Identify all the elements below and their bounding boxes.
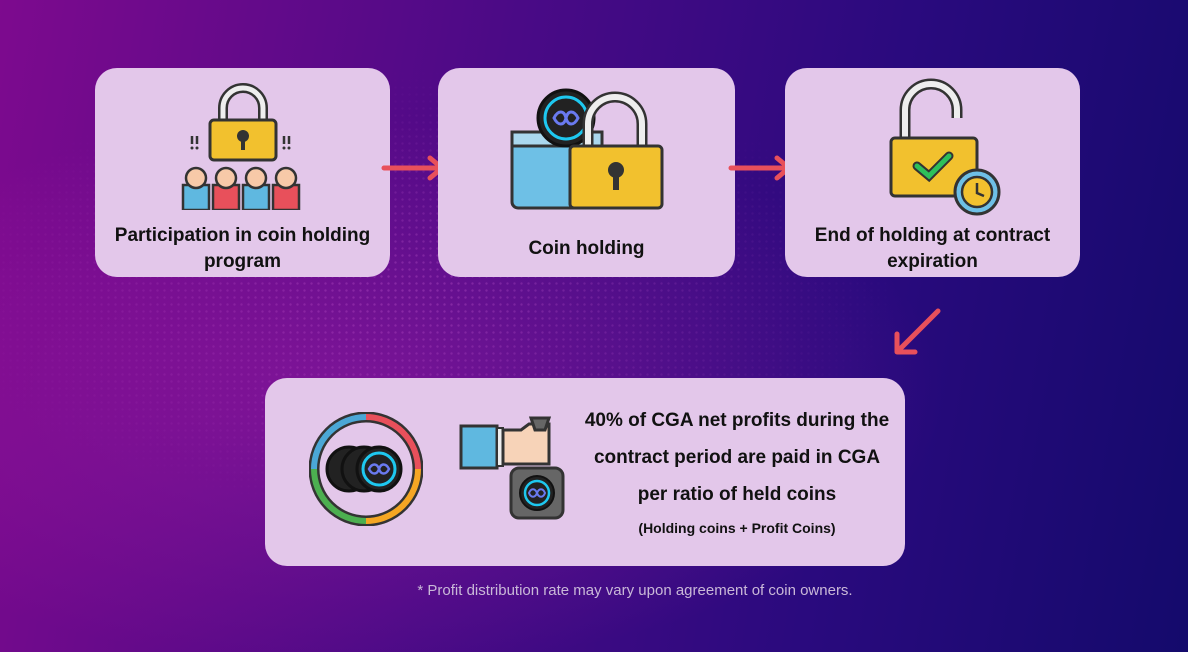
footnote: * Profit distribution rate may vary upon… — [417, 582, 853, 599]
profit-description: 40% of CGA net profits during the contra… — [584, 410, 890, 505]
people-lock-icon — [181, 83, 301, 210]
step-card-participation: Participation in coin holding program — [95, 68, 390, 277]
arrow-down-left-icon — [894, 308, 941, 355]
step-card-expiration: End of holding at contract expiration — [785, 68, 1080, 277]
step-card-holding: Coin holding — [438, 68, 735, 277]
result-text-block: 40% of CGA net profits during the contra… — [577, 402, 897, 537]
result-card: 40% of CGA net profits during the contra… — [265, 378, 905, 566]
step-label: Participation in coin holding program — [114, 225, 371, 272]
step-label: End of holding at contract expiration — [814, 225, 1051, 272]
step-label: Coin holding — [528, 238, 645, 259]
hand-money-bag-icon — [459, 416, 565, 520]
coin-distribution-icon — [309, 412, 423, 526]
unlock-timer-icon — [889, 78, 1001, 216]
wallet-lock-icon — [510, 88, 664, 210]
profit-formula: (Holding coins + Profit Coins) — [638, 520, 836, 536]
